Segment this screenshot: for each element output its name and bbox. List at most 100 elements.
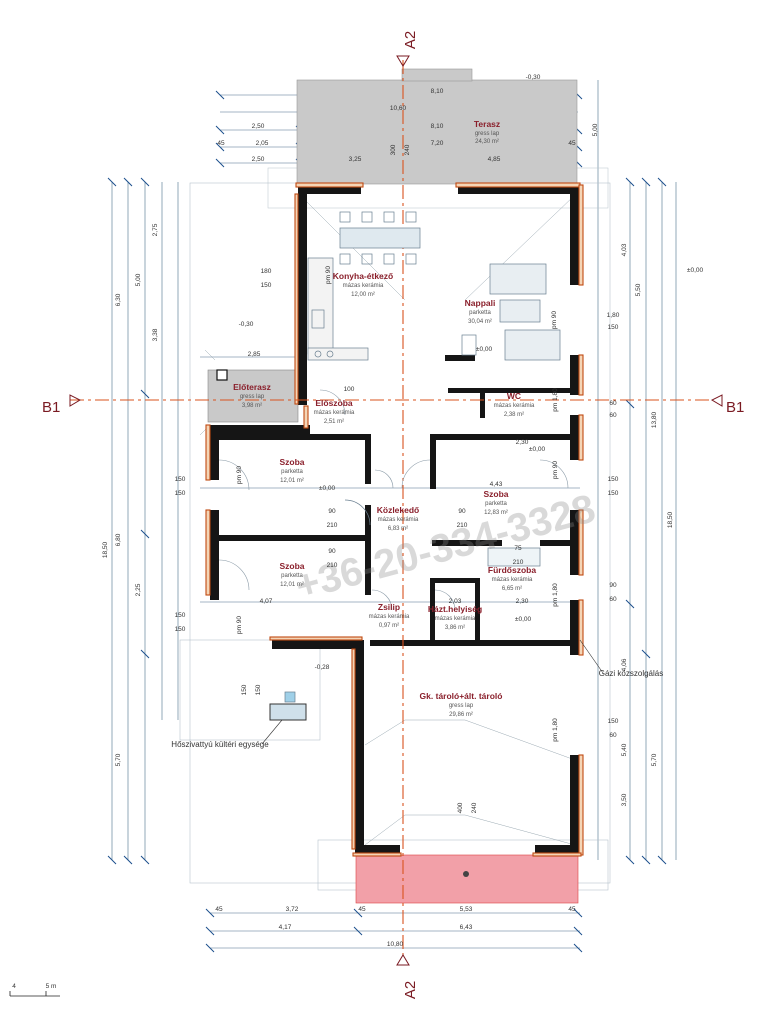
dimension-label-1: 10,60 (390, 105, 407, 112)
dimension-label-35: 4,07 (260, 598, 273, 605)
terasz-area: 24,30 m² (475, 139, 499, 145)
dimension-label-0: 8,10 (431, 88, 444, 95)
terasz-material: gress lap (475, 131, 500, 137)
zsilip-material: mázas kerámia (369, 614, 410, 620)
dimension-label-32: 60 (609, 596, 617, 603)
section-arrow-b1-right (710, 394, 723, 407)
level-right: ±0,00 (687, 267, 704, 274)
dimension-label-52: 5,00 (135, 273, 142, 286)
dimension-label-7: 45 (568, 140, 576, 147)
dimension-label-4: 2,05 (256, 140, 269, 147)
section-arrow-b1-left (69, 394, 82, 407)
dimension-label-34: 150 (175, 626, 186, 633)
dimension-label-9: 3,25 (349, 156, 362, 163)
garazs-material: gress lap (449, 703, 474, 709)
eloterasz-name: Előterasz (233, 382, 271, 392)
haztart-material: mázas kerámia (435, 616, 476, 622)
eloszoba-material: mázas kerámia (314, 410, 355, 416)
dimension-label-49: 45 (568, 906, 576, 913)
dimension-label-46: 10,80 (387, 941, 404, 948)
dimension-label-45: 6,43 (460, 924, 473, 931)
level-wc: ±0,00 (529, 446, 546, 453)
garazs-name: Gk. tároló+ált. tároló (420, 691, 503, 701)
d-top-240: 240 (404, 144, 411, 155)
heatpump-label: Hőszivattyú kültéri egysége (171, 740, 269, 749)
d-hp-150a: 150 (241, 684, 248, 695)
nappali-name: Nappali (465, 298, 496, 308)
dimension-label-26: 210 (457, 522, 468, 529)
dimension-label-6: 45 (217, 140, 225, 147)
wc-name: WC (507, 391, 521, 401)
pm-furdo: pm 1,80 (552, 583, 559, 607)
d-hp-150b: 150 (255, 684, 262, 695)
pm-szoba3: pm 90 (236, 616, 243, 634)
gas-leader (579, 639, 604, 674)
dimension-label-42: 3,72 (286, 906, 299, 913)
dimension-label-18: 60 (609, 412, 617, 419)
furniture (216, 211, 561, 721)
section-label-a2-top: A2 (402, 31, 419, 49)
dimension-label-59: 5,50 (635, 283, 642, 296)
szoba3-area: 12,01 m² (280, 582, 304, 588)
dimension-label-5: 7,20 (431, 140, 444, 147)
eloszoba-area: 2,51 m² (324, 419, 344, 425)
room-labels: Terasz gress lap 24,30 m² Konyha-étkező … (233, 119, 536, 718)
dimension-label-27: 90 (328, 548, 336, 555)
furdo-name: Fürdőszoba (488, 565, 536, 575)
level-nappali: ±0,00 (476, 346, 493, 353)
dimension-label-3: 8,10 (431, 123, 444, 130)
section-arrow-a2-top (396, 55, 410, 67)
haztart-name: Házt.helyiség (428, 604, 482, 614)
pm-garazs: pm 1,80 (552, 718, 559, 742)
dimension-label-14: 150 (608, 324, 619, 331)
dimension-label-57: 2,25 (135, 583, 142, 596)
pm-wc: pm 1,80 (552, 388, 559, 412)
door-swings (218, 389, 569, 611)
konyha-material: mázas kerámia (343, 283, 384, 289)
dimension-label-16: 100 (344, 386, 355, 393)
dimension-label-29: 75 (514, 545, 522, 552)
dimension-label-56: 5,70 (115, 753, 122, 766)
level-markers: -0,30 -0,30 ±0,00 ±0,00 ±0,00 ±0,00 -0,2… (239, 74, 704, 671)
dimension-label-43: 5,53 (460, 906, 473, 913)
dimension-label-12: 150 (261, 282, 272, 289)
dimension-label-54: 3,38 (152, 328, 159, 341)
dimension-label-53: 2,75 (152, 223, 159, 236)
garazs-area: 29,86 m² (449, 712, 473, 718)
pm-szoba2: pm 90 (552, 461, 559, 479)
dimension-label-39: 2,30 (516, 598, 529, 605)
dimension-label-2: 2,50 (252, 123, 265, 130)
parapet-labels: pm 90 pm 90 pm 90 pm 90 pm 90 pm 1,80 pm… (236, 266, 559, 742)
dimension-label-48: 45 (358, 906, 366, 913)
eloszoba-name: Előszoba (315, 398, 353, 408)
level-haztart: ±0,00 (515, 616, 532, 623)
scale-5m: 5 m (46, 983, 57, 990)
dimension-label-22: 150 (608, 490, 619, 497)
dimension-label-50: 6,30 (115, 293, 122, 306)
furdo-material: mázas kerámia (492, 577, 533, 583)
dimension-labels: 8,10 10,60 2,50 8,10 2,05 7,20 45 45 2,5… (102, 88, 674, 948)
level-szoba1: ±0,00 (319, 485, 336, 492)
terrace-step (401, 68, 473, 82)
heatpump-leader (261, 719, 283, 745)
dimension-label-58: 4,03 (621, 243, 628, 256)
scale-4: 4 (12, 983, 16, 990)
szoba1-material: parketta (281, 469, 303, 475)
terrace-area (296, 79, 578, 185)
eloterasz-material: gress lap (240, 394, 265, 400)
dimension-label-13: 1,80 (607, 312, 620, 319)
level-garden: -0,28 (315, 664, 330, 671)
szoba2-material: parketta (485, 501, 507, 507)
szoba3-material: parketta (281, 573, 303, 579)
nappali-area: 30,04 m² (468, 319, 492, 325)
konyha-name: Konyha-étkező (333, 271, 393, 281)
d-garage-240: 240 (471, 802, 478, 813)
kozlekedo-area: 6,83 m² (388, 526, 408, 532)
dimension-label-30: 210 (513, 559, 524, 566)
dimension-label-62: 5,40 (621, 743, 628, 756)
d-top-300: 300 (390, 144, 397, 155)
dimension-label-55: 6,80 (115, 533, 122, 546)
dimension-label-25: 90 (458, 508, 466, 515)
pm-szoba1: pm 90 (236, 466, 243, 484)
